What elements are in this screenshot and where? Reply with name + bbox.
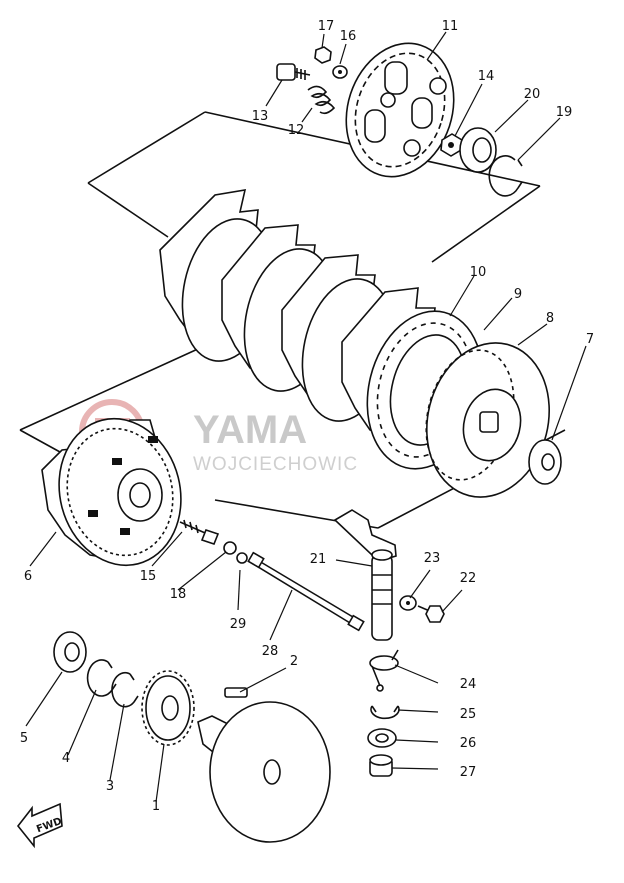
push-lever-shaft-21 — [333, 509, 397, 641]
part-label-1: 1 — [152, 799, 160, 814]
push-rod-15 — [179, 519, 220, 545]
bush-27 — [369, 754, 393, 777]
part-label-8: 8 — [546, 311, 554, 326]
part-label-18: 18 — [170, 587, 187, 602]
part-label-13: 13 — [252, 109, 269, 124]
part-label-27: 27 — [460, 765, 477, 780]
crankshaft — [197, 701, 331, 843]
part-label-3: 3 — [106, 779, 114, 794]
part-label-7: 7 — [586, 332, 594, 347]
assembly-frame-middle — [19, 347, 566, 529]
push-rod-28 — [247, 551, 365, 632]
part-label-23: 23 — [424, 551, 441, 566]
part-label-21: 21 — [310, 552, 327, 567]
forward-arrow-icon — [16, 802, 63, 849]
part-label-2: 2 — [290, 654, 298, 669]
part-label-20: 20 — [524, 87, 541, 102]
part-label-16: 16 — [340, 29, 357, 44]
clutch-housing-6 — [41, 417, 182, 567]
part-label-28: 28 — [262, 644, 279, 659]
part-label-19: 19 — [556, 105, 573, 120]
part-label-17: 17 — [318, 19, 335, 34]
fwd-direction-badge: FWD — [16, 802, 63, 849]
clutch-boss-8 — [425, 342, 550, 498]
key-2 — [224, 687, 248, 698]
part-label-4: 4 — [62, 751, 70, 766]
ball-18 — [223, 541, 237, 555]
washer-23 — [399, 595, 417, 611]
leader-lines — [25, 31, 587, 803]
screw-13 — [276, 63, 311, 81]
watermark-brand: YAMA — [193, 408, 307, 452]
lock-washer-7 — [528, 439, 562, 485]
part-label-11: 11 — [442, 19, 459, 34]
primary-drive-gear-1 — [141, 670, 195, 746]
circlip-3 — [111, 671, 139, 708]
assembly-frame-upper — [87, 111, 541, 263]
part-label-26: 26 — [460, 736, 477, 751]
part-label-12: 12 — [288, 123, 305, 138]
part-label-24: 24 — [460, 677, 477, 692]
part-label-6: 6 — [24, 569, 32, 584]
circlip-25 — [370, 705, 400, 720]
watermark-subtitle: WOJCIECHOWIC — [193, 454, 358, 475]
part-label-9: 9 — [514, 287, 522, 302]
bearing-20 — [459, 127, 497, 173]
clutch-spring-12 — [307, 85, 336, 115]
oil-seal-26 — [367, 728, 397, 748]
part-label-25: 25 — [460, 707, 477, 722]
part-label-22: 22 — [460, 571, 477, 586]
part-label-10: 10 — [470, 265, 487, 280]
ball-29 — [236, 552, 248, 564]
washer-16 — [332, 65, 348, 79]
circlip-19 — [488, 155, 523, 197]
part-label-15: 15 — [140, 569, 157, 584]
part-labels: 27 26 25 24 22 23 21 28 29 18 15 6 2 5 4… — [20, 19, 594, 814]
bolt-22 — [417, 605, 445, 623]
part-label-29: 29 — [230, 617, 247, 632]
nut-17 — [314, 46, 332, 64]
oil-seal-5 — [53, 631, 87, 673]
part-label-14: 14 — [478, 69, 495, 84]
part-label-5: 5 — [20, 731, 28, 746]
pressure-plate-11 — [345, 42, 455, 178]
return-spring-24 — [369, 649, 399, 692]
